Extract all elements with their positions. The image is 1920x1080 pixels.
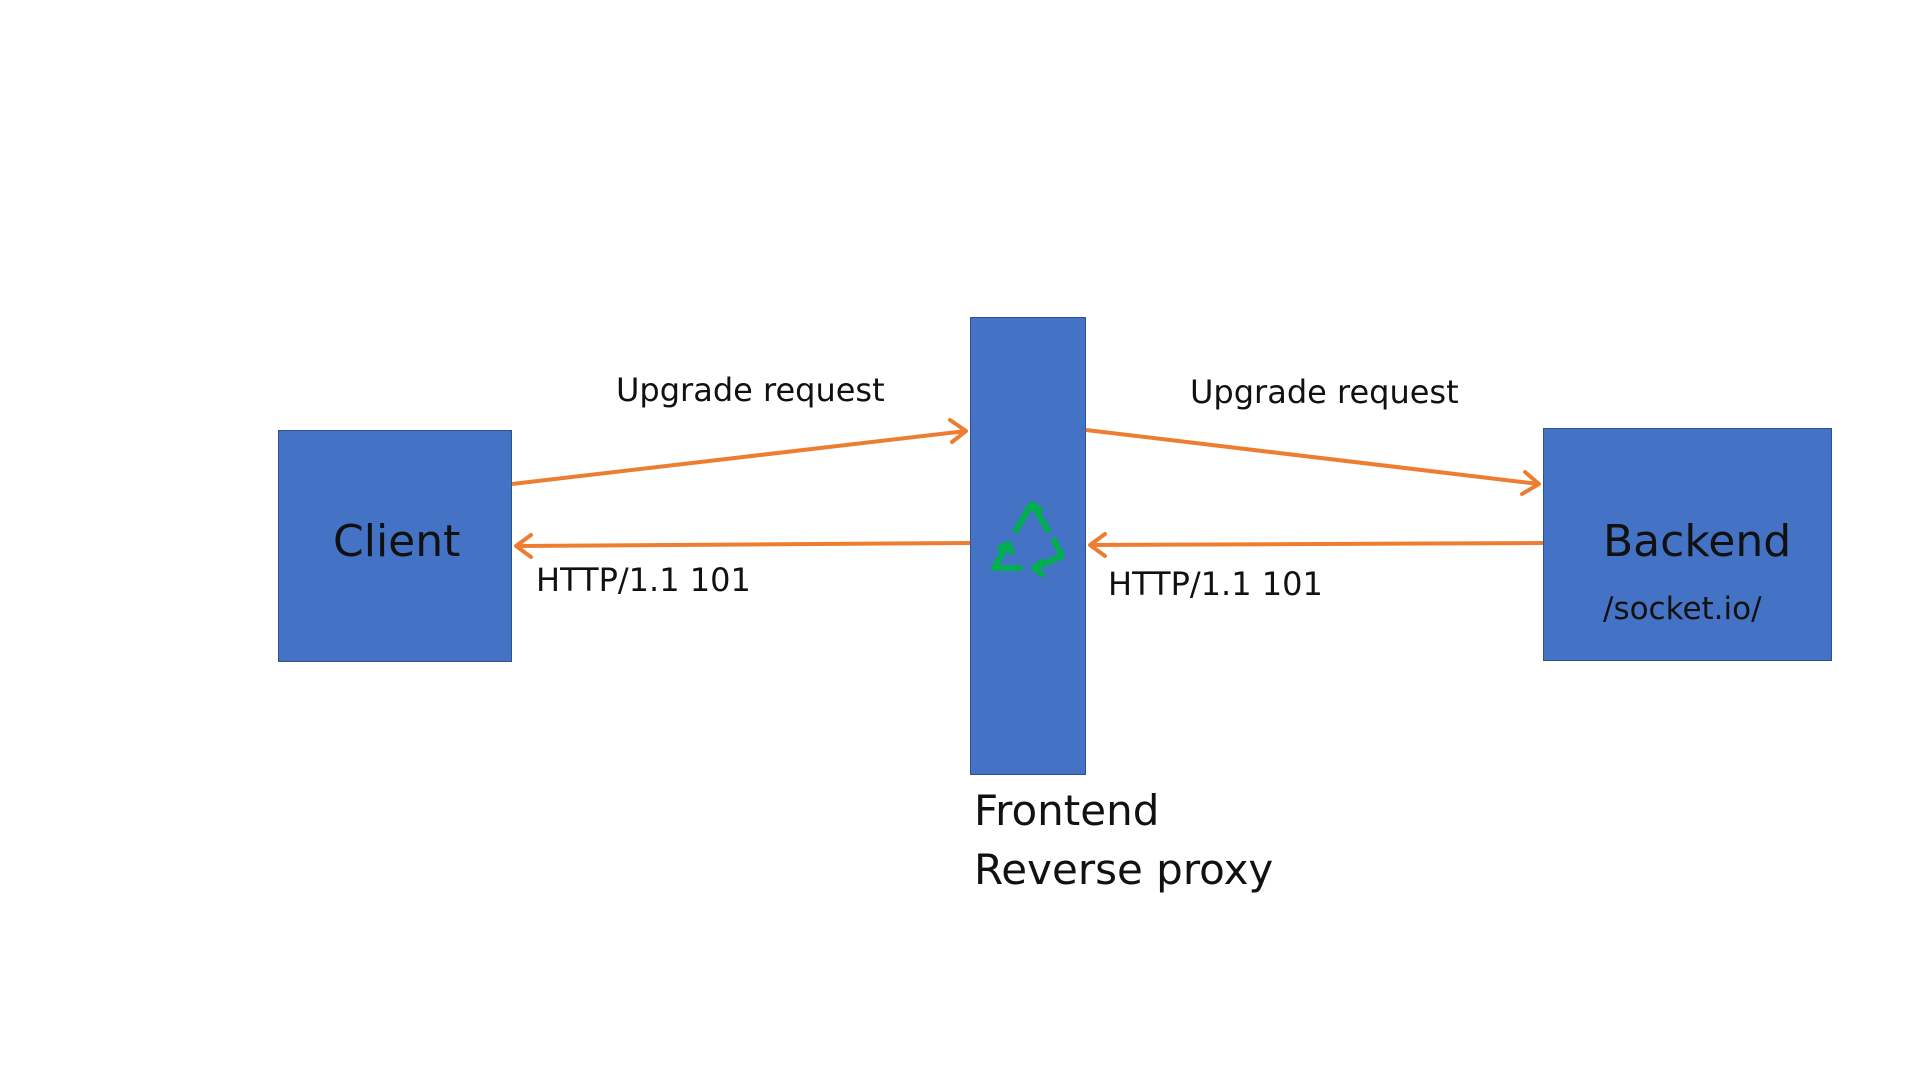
- proxy-caption-line1: Frontend: [974, 786, 1160, 835]
- backend-label: Backend: [1603, 516, 1792, 567]
- arrow-client-to-proxy: [511, 418, 968, 486]
- proxy-caption: Frontend Reverse proxy: [974, 782, 1273, 900]
- proxy-caption-line2: Reverse proxy: [974, 844, 1274, 894]
- reverse-proxy-node: [970, 317, 1086, 775]
- backend-node: [1543, 428, 1832, 661]
- arrow-backend-to-proxy: [1088, 532, 1544, 558]
- proxy-to-client-label: HTTP/1.1 101: [536, 561, 751, 599]
- client-to-proxy-label: Upgrade request: [616, 371, 885, 409]
- arrow-proxy-to-client: [514, 533, 971, 559]
- proxy-to-backend-label: Upgrade request: [1190, 373, 1459, 411]
- client-node: [278, 430, 512, 662]
- backend-path-label: /socket.io/: [1603, 591, 1762, 627]
- client-label: Client: [333, 516, 461, 567]
- backend-to-proxy-label: HTTP/1.1 101: [1108, 565, 1323, 603]
- arrow-proxy-to-backend: [1085, 428, 1541, 496]
- recycle-icon: [991, 501, 1065, 577]
